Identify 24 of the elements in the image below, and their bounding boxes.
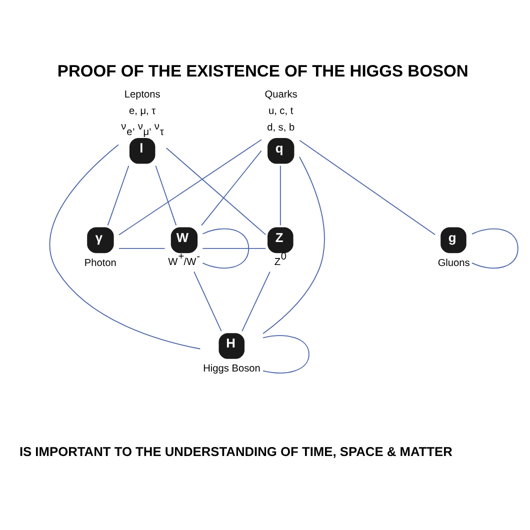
connector [107, 164, 130, 226]
connector [118, 138, 262, 235]
diagram-title: PROOF OF THE EXISTENCE OF THE HIGGS BOSON [57, 61, 468, 80]
connector [299, 139, 436, 235]
connector [49, 144, 201, 349]
connector [166, 147, 266, 235]
connector [202, 228, 250, 268]
connector [201, 150, 262, 226]
node-label: Photon [84, 257, 116, 268]
connector [262, 334, 310, 373]
node-label: Higgs Boson [203, 363, 260, 374]
node-label: e, μ, τ [128, 105, 156, 116]
connector [155, 164, 177, 226]
connector [471, 228, 518, 268]
node-label: u, c, t [268, 105, 294, 116]
connector [280, 164, 281, 226]
node-label: d, s, b [267, 122, 295, 133]
node-label: Gluons [438, 257, 470, 268]
node-label: Quarks [264, 88, 298, 100]
connector [262, 156, 325, 334]
caption: IS IMPORTANT TO THE UNDERSTANDING OF TIME, SPACE & MATTER [19, 444, 452, 459]
connector [242, 270, 270, 332]
node-label: Leptons [124, 88, 160, 100]
connector [194, 270, 222, 332]
